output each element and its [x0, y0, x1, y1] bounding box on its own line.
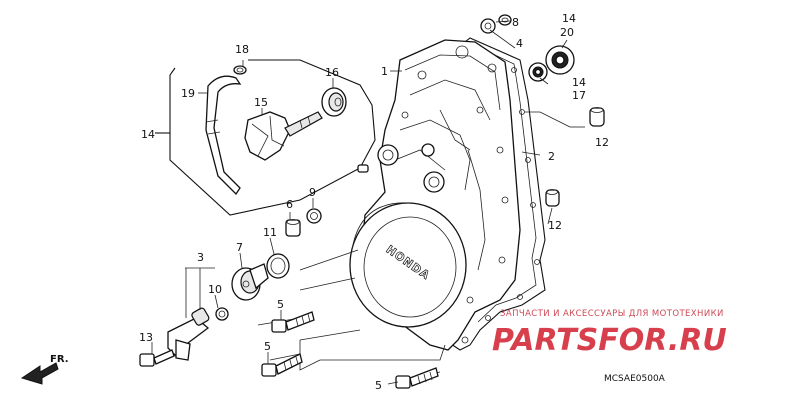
callout-16: 16 — [325, 66, 339, 79]
callout-12a: 12 — [595, 136, 609, 149]
sensor-washer — [215, 307, 229, 321]
callout-10: 10 — [208, 283, 222, 296]
cover-bolt-upper — [271, 311, 315, 333]
callout-7: 7 — [236, 241, 243, 254]
callout-14b: 14 — [572, 76, 586, 89]
dowel-pin-small — [357, 164, 369, 173]
leader-lines — [151, 20, 585, 385]
drain-bolt-small — [285, 219, 301, 237]
callout-17: 17 — [572, 89, 586, 102]
callout-2: 2 — [548, 150, 555, 163]
callout-3: 3 — [197, 251, 204, 264]
watermark-tagline: ЗАПЧАСТИ И АКСЕССУАРЫ ДЛЯ МОТОТЕХНИКИ — [500, 309, 724, 319]
cover-dome: HONDA — [349, 202, 467, 328]
callout-18: 18 — [235, 43, 249, 56]
callout-14c: 14 — [141, 128, 155, 141]
watermark-logo: PARTSFOR.RU — [492, 323, 727, 358]
oil-seal-top — [480, 14, 512, 34]
callout-5b: 5 — [264, 340, 271, 353]
dowel-pin-lower — [545, 189, 560, 207]
bearing-lower — [528, 62, 548, 82]
sealing-washer-small — [306, 208, 322, 224]
callout-8: 8 — [512, 16, 519, 29]
water-pump-impeller — [244, 111, 323, 161]
coolant-hose — [205, 75, 242, 196]
front-direction-arrow: FR. — [20, 354, 69, 385]
bearing-upper — [545, 45, 575, 75]
callout-1: 1 — [381, 65, 388, 78]
callout-20: 20 — [560, 26, 574, 39]
front-direction-label: FR. — [50, 354, 69, 365]
callout-14a: 14 — [562, 12, 576, 25]
callout-15: 15 — [254, 96, 268, 109]
dowel-pin-upper — [589, 107, 605, 127]
watermark: ЗАПЧАСТИ И АКСЕССУАРЫ ДЛЯ МОТОТЕХНИКИ PA… — [492, 309, 727, 358]
speed-sensor — [167, 307, 210, 361]
cover-bolt-middle — [261, 353, 303, 377]
o-ring — [266, 253, 290, 279]
callout-9: 9 — [309, 186, 316, 199]
callout-6: 6 — [286, 198, 293, 211]
callout-12b: 12 — [548, 219, 562, 232]
cover-bolt-lower — [395, 367, 439, 389]
callouts: 1 2 3 4 5 5 5 6 7 8 9 10 11 12 12 13 14 … — [139, 12, 609, 392]
sensor-bolt — [139, 349, 175, 367]
water-pump-seal — [321, 87, 347, 117]
callout-13: 13 — [139, 331, 153, 344]
callout-5c: 5 — [375, 379, 382, 392]
callout-4: 4 — [516, 37, 523, 50]
callout-19: 19 — [181, 87, 195, 100]
hose-clip — [233, 65, 247, 75]
oil-filler-plug — [231, 263, 269, 301]
diagram-code: MCSAE0500A — [604, 374, 666, 384]
callout-5a: 5 — [277, 298, 284, 311]
callout-11: 11 — [263, 226, 277, 239]
